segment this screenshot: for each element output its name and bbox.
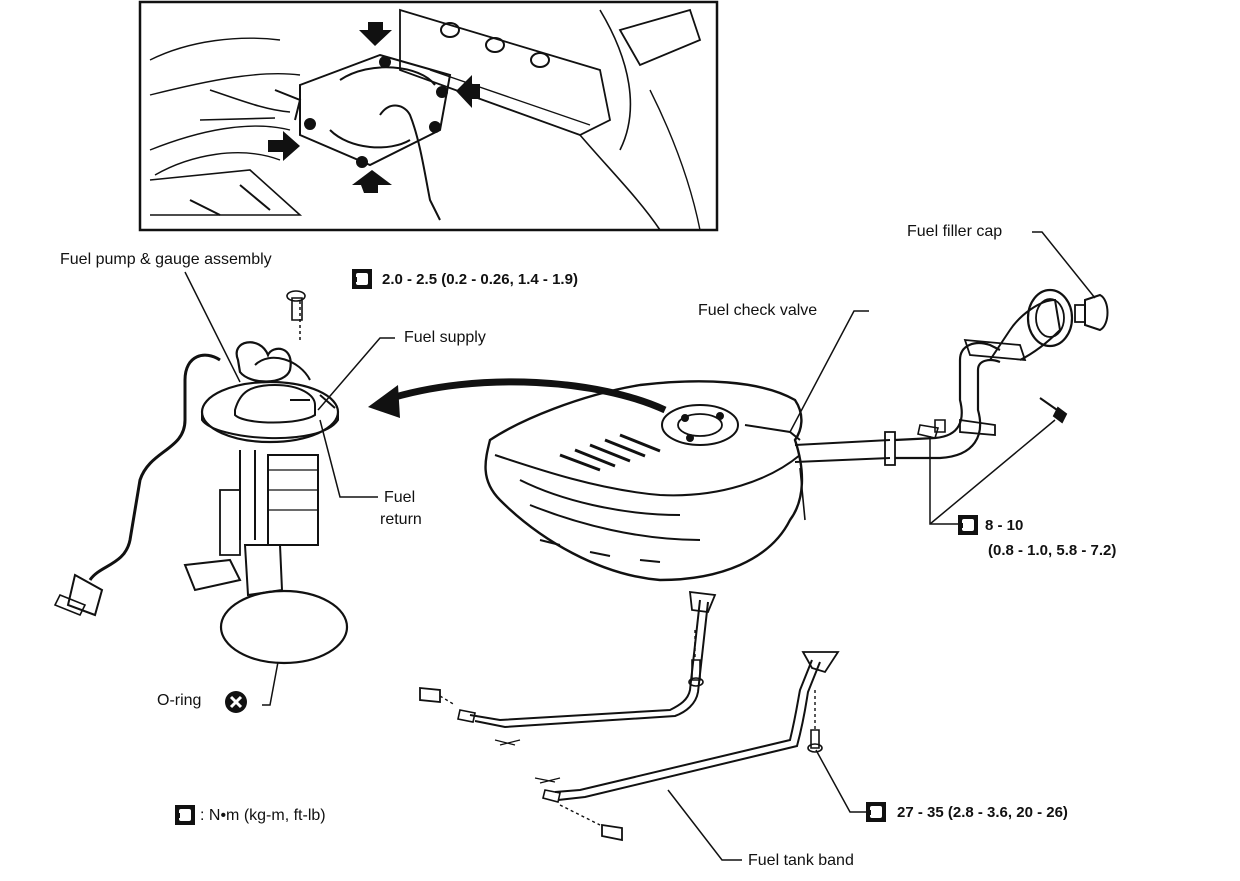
label-fuel-tank-band: Fuel tank band (748, 852, 854, 869)
label-fuel-supply: Fuel supply (404, 329, 486, 346)
direction-arrow (368, 378, 667, 418)
torque-spec-filler-1: 8 - 10 (985, 517, 1024, 534)
torque-spec-filler-2: (0.8 - 1.0, 5.8 - 7.2) (988, 542, 1117, 559)
filler-neck (894, 288, 1109, 460)
inset-arrows (268, 22, 480, 193)
inset-view (138, 0, 719, 232)
label-o-ring: O-ring (157, 692, 202, 709)
torque-spec-band-bolt: 27 - 35 (2.8 - 3.6, 20 - 26) (897, 804, 1068, 821)
leader-lines (184, 231, 1096, 861)
label-fuel-filler-cap: Fuel filler cap (907, 223, 1003, 240)
torque-icon-pump (352, 269, 372, 289)
do-not-reuse-x-icon (225, 691, 247, 713)
torque-icon-legend (175, 805, 195, 825)
label-fuel-check-valve: Fuel check valve (698, 302, 818, 319)
label-fuel-return-2: return (380, 511, 422, 528)
fuel-tank-bands (419, 590, 840, 842)
label-fuel-return-1: Fuel (384, 489, 416, 506)
fuel-pump-assembly (53, 290, 349, 665)
torque-icon-filler (958, 515, 978, 535)
label-fuel-pump-assembly: Fuel pump & gauge assembly (60, 251, 272, 268)
torque-icon-band (866, 802, 886, 822)
fuel-tank (484, 380, 896, 582)
legend-units: : N•m (kg-m, ft-lb) (200, 807, 326, 824)
torque-spec-pump-bolt: 2.0 - 2.5 (0.2 - 0.26, 1.4 - 1.9) (382, 271, 578, 288)
